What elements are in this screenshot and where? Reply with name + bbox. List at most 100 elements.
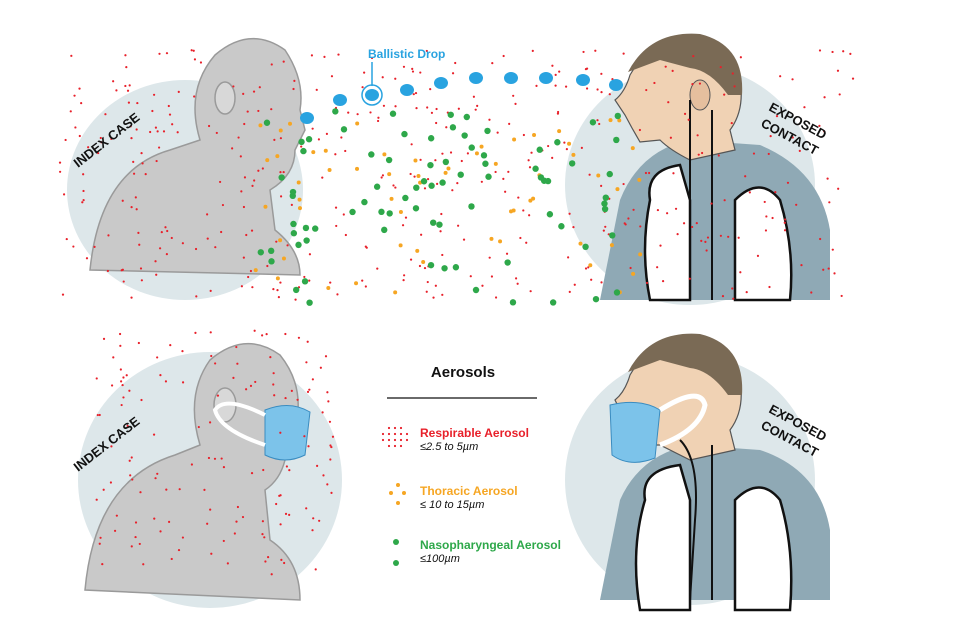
thoracic-particle bbox=[355, 166, 360, 171]
respirable-particle bbox=[584, 267, 588, 270]
respirable-particle bbox=[334, 206, 338, 209]
thoracic-particle bbox=[265, 158, 270, 163]
legend-respirable-icon bbox=[387, 432, 391, 436]
respirable-particle bbox=[239, 155, 242, 158]
respirable-particle bbox=[132, 172, 136, 175]
respirable-particle bbox=[721, 295, 725, 298]
thoracic-particle bbox=[415, 248, 420, 253]
respirable-particle bbox=[469, 275, 472, 278]
respirable-particle bbox=[318, 519, 321, 522]
thoracic-particle bbox=[311, 150, 316, 155]
nasopharyngeal-particle bbox=[592, 295, 600, 303]
respirable-particle bbox=[514, 277, 518, 280]
respirable-particle bbox=[130, 296, 133, 299]
thoracic-particle bbox=[443, 170, 448, 175]
respirable-particle bbox=[261, 533, 264, 536]
respirable-particle bbox=[134, 196, 137, 199]
nasopharyngeal-particle bbox=[549, 299, 557, 306]
respirable-particle bbox=[78, 87, 81, 90]
thoracic-particle bbox=[323, 148, 328, 153]
respirable-particle bbox=[207, 124, 211, 128]
legend-thoracic-size: ≤ 10 to 15µm bbox=[420, 499, 484, 511]
respirable-particle bbox=[124, 54, 127, 57]
respirable-particle bbox=[107, 234, 110, 237]
nasopharyngeal-particle bbox=[457, 171, 464, 178]
legend-thoracic-icon bbox=[389, 491, 393, 495]
nasopharyngeal-particle bbox=[452, 264, 460, 271]
respirable-particle bbox=[170, 557, 173, 561]
respirable-particle bbox=[266, 264, 269, 268]
respirable-particle bbox=[275, 240, 278, 243]
respirable-particle bbox=[727, 235, 730, 238]
respirable-particle bbox=[648, 171, 651, 175]
respirable-particle bbox=[249, 269, 253, 273]
respirable-particle bbox=[58, 161, 62, 164]
respirable-particle bbox=[118, 332, 122, 336]
respirable-particle bbox=[488, 256, 491, 259]
thoracic-particle bbox=[327, 168, 332, 173]
respirable-particle bbox=[401, 224, 405, 227]
nasopharyngeal-particle bbox=[312, 225, 319, 232]
thoracic-particle bbox=[571, 152, 576, 157]
respirable-particle bbox=[608, 93, 611, 96]
respirable-particle bbox=[72, 245, 75, 248]
respirable-particle bbox=[242, 256, 245, 259]
legend-respirable-icon bbox=[381, 432, 385, 436]
respirable-particle bbox=[706, 236, 710, 239]
respirable-particle bbox=[403, 274, 406, 277]
respirable-particle bbox=[124, 84, 127, 88]
respirable-particle bbox=[502, 54, 505, 58]
respirable-particle bbox=[306, 390, 310, 393]
respirable-particle bbox=[104, 113, 107, 116]
respirable-particle bbox=[719, 66, 722, 69]
respirable-particle bbox=[122, 376, 125, 379]
respirable-particle bbox=[126, 89, 130, 92]
respirable-particle bbox=[140, 279, 143, 282]
respirable-particle bbox=[220, 457, 223, 460]
respirable-particle bbox=[639, 225, 642, 228]
respirable-particle bbox=[394, 186, 397, 189]
respirable-particle bbox=[756, 254, 760, 257]
nasopharyngeal-particle bbox=[602, 194, 610, 201]
respirable-particle bbox=[344, 233, 347, 237]
respirable-particle bbox=[783, 221, 786, 224]
respirable-particle bbox=[828, 201, 831, 204]
respirable-particle bbox=[218, 180, 222, 184]
respirable-particle bbox=[557, 110, 560, 114]
respirable-particle bbox=[596, 119, 599, 122]
nasopharyngeal-particle bbox=[484, 127, 491, 135]
respirable-particle bbox=[98, 413, 101, 417]
respirable-particle bbox=[361, 279, 364, 282]
respirable-particle bbox=[215, 131, 218, 135]
respirable-particle bbox=[138, 542, 141, 546]
respirable-particle bbox=[330, 75, 334, 78]
respirable-particle bbox=[272, 383, 275, 386]
thoracic-particle bbox=[263, 204, 268, 209]
respirable-particle bbox=[141, 162, 144, 165]
respirable-particle bbox=[80, 102, 83, 105]
thoracic-particle bbox=[474, 151, 479, 156]
respirable-particle bbox=[551, 64, 554, 67]
respirable-particle bbox=[253, 179, 256, 182]
respirable-particle bbox=[119, 344, 122, 347]
thoracic-particle bbox=[278, 238, 283, 243]
respirable-particle bbox=[171, 123, 174, 126]
contact-figure-bottom bbox=[600, 333, 830, 612]
respirable-particle bbox=[241, 515, 245, 519]
respirable-particle bbox=[296, 398, 299, 401]
respirable-particle bbox=[356, 113, 359, 116]
nasopharyngeal-particle bbox=[305, 136, 313, 143]
respirable-particle bbox=[99, 536, 102, 539]
respirable-particle bbox=[102, 488, 105, 491]
respirable-particle bbox=[426, 280, 429, 284]
respirable-particle bbox=[563, 141, 566, 144]
respirable-particle bbox=[270, 573, 273, 576]
respirable-particle bbox=[819, 237, 822, 241]
legend-title: Aerosols bbox=[431, 364, 495, 381]
respirable-particle bbox=[208, 421, 212, 424]
respirable-particle bbox=[73, 94, 76, 97]
respirable-particle bbox=[158, 52, 161, 55]
respirable-particle bbox=[423, 187, 427, 190]
nasopharyngeal-particle bbox=[295, 241, 302, 249]
respirable-particle bbox=[490, 275, 494, 278]
